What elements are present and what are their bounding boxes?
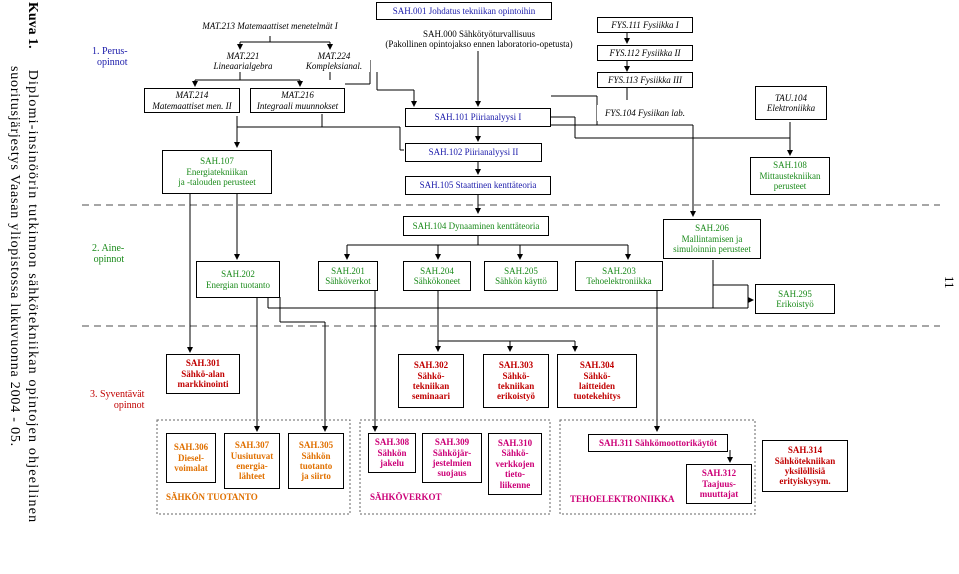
course-sah301: SAH.301 Sähkö-alan markkinointi xyxy=(166,354,240,394)
course-sah309: SAH.309 Sähköjär- jestelmien suojaus xyxy=(422,433,482,483)
group-frame-verkot xyxy=(359,419,551,515)
level2-label: 2. Aine- opinnot xyxy=(92,243,125,265)
course-sah204: SAH.204 Sähkökoneet xyxy=(403,261,471,291)
course-fys104: FYS.104 Fysiikan lab. xyxy=(597,105,693,121)
group-label-tuotanto: SÄHKÖN TUOTANTO xyxy=(166,492,258,502)
course-sah101: SAH.101 Piirianalyysi I xyxy=(405,108,551,127)
group-frame-tehoelektroniikka xyxy=(559,419,756,515)
course-fys111: FYS.111 Fysiikka I xyxy=(597,17,693,33)
group-label-verkot: SÄHKÖVERKOT xyxy=(370,492,442,502)
course-sah314: SAH.314 Sähkötekniikan yksilöllisiä erit… xyxy=(762,440,848,492)
course-sah307: SAH.307 Uusiutuvat energia- lähteet xyxy=(224,433,280,489)
course-sah295: SAH.295 Erikoistyö xyxy=(755,284,835,314)
course-sah302: SAH.302 Sähkö- tekniikan seminaari xyxy=(398,354,464,408)
course-sah305: SAH.305 Sähkön tuotanto ja siirto xyxy=(288,433,344,489)
course-sah001: SAH.001 Johdatus tekniikan opintoihin xyxy=(376,2,552,20)
group-label-tehoelektroniikka: TEHOELEKTRONIIKKA xyxy=(570,494,675,504)
course-mat213: MAT.213 Matemaattiset menetelmät I xyxy=(195,17,345,35)
course-sah303: SAH.303 Sähkö- tekniikan erikoistyö xyxy=(483,354,549,408)
course-sah312: SAH.312 Taajuus- muuttajat xyxy=(686,464,752,504)
course-sah310: SAH.310 Sähkö- verkkojen tieto- liikenne xyxy=(488,433,542,495)
course-mat216: MAT.216 Integraali muunnokset xyxy=(250,88,345,113)
course-sah205: SAH.205 Sähkön käyttö xyxy=(484,261,558,291)
course-mat214: MAT.214 Matemaattiset men. II xyxy=(144,88,240,113)
course-mat221: MAT.221 Lineaarialgebra xyxy=(209,50,277,72)
group-frame-tuotanto xyxy=(156,419,351,515)
course-sah000: SAH.000 Sähkötyöturvallisuus (Pakollinen… xyxy=(384,27,574,51)
course-sah102: SAH.102 Piirianalyysi II xyxy=(405,143,542,162)
course-sah105: SAH.105 Staattinen kenttäteoria xyxy=(405,176,551,195)
course-tau104: TAU.104 Elektroniikka xyxy=(755,86,827,120)
course-sah201: SAH.201 Sähköverkot xyxy=(318,261,378,291)
course-sah206: SAH.206 Mallintamisen ja simuloinnin per… xyxy=(663,219,761,259)
course-sah202: SAH.202 Energian tuotanto xyxy=(196,261,280,298)
course-sah104: SAH.104 Dynaaminen kenttäteoria xyxy=(403,216,549,236)
level1-label: 1. Perus- opinnot xyxy=(92,46,128,68)
course-sah311: SAH.311 Sähkömoottorikäytöt xyxy=(588,434,728,452)
course-sah107: SAH.107 Energiatekniikan ja -talouden pe… xyxy=(162,150,272,194)
course-mat224: MAT.224 Kompleksianal. xyxy=(298,50,370,72)
course-sah306: SAH.306 Diesel- voimalat xyxy=(166,433,216,483)
course-fys112: FYS.112 Fysiikka II xyxy=(597,45,693,61)
course-sah108: SAH.108 Mittaustekniikan perusteet xyxy=(750,157,830,195)
course-sah304: SAH.304 Sähkö- laitteiden tuotekehitys xyxy=(557,354,637,408)
course-sah203: SAH.203 Tehoelektroniikka xyxy=(575,261,663,291)
course-sah308: SAH.308 Sähkön jakelu xyxy=(368,433,416,473)
course-fys113: FYS.113 Fysiikka III xyxy=(597,72,693,88)
level3-label: 3. Syventävät opinnot xyxy=(90,389,145,411)
